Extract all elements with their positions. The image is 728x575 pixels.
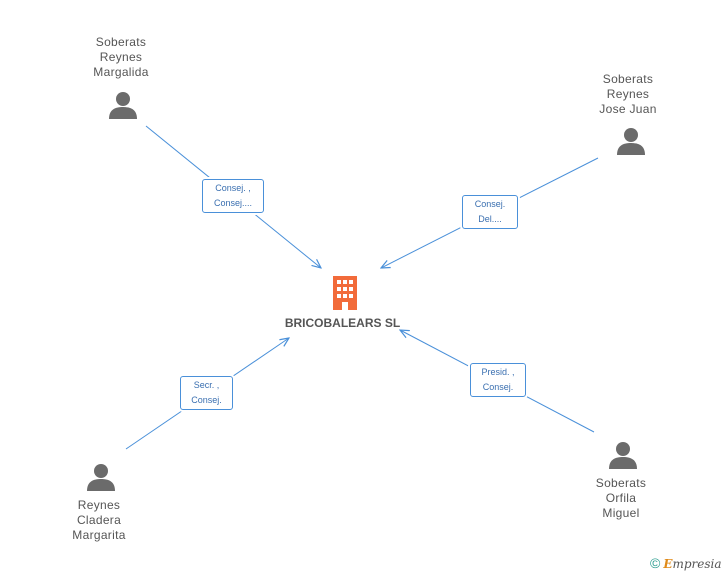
name-line: Margarita (72, 528, 126, 542)
role-line: Presid. , (481, 367, 515, 377)
role-line: Consej. (191, 395, 222, 405)
copyright-icon: © (650, 555, 661, 571)
company-name[interactable]: BRICOBALEARS SL (284, 316, 401, 330)
role-line: Del.... (478, 214, 502, 224)
person-name-tl[interactable]: Soberats Reynes Margalida (61, 35, 181, 80)
name-line: Miguel (602, 506, 640, 520)
name-line: Reynes (99, 50, 143, 64)
empresia-logo[interactable]: ©Empresia (650, 555, 722, 571)
name-line: Reynes (606, 87, 650, 101)
role-line: Consej. , (215, 183, 251, 193)
name-line: Reynes (77, 498, 121, 512)
person-icon (109, 92, 137, 119)
brand-name: Empresia (663, 557, 721, 571)
name-line: Soberats (602, 72, 654, 86)
person-icon (87, 464, 115, 491)
name-line: Orfila (605, 491, 637, 505)
name-line: Soberats (95, 35, 147, 49)
name-line: Cladera (76, 513, 122, 527)
building-icon (333, 276, 357, 310)
role-label-tl[interactable]: Consej. , Consej.... (202, 179, 264, 213)
brand-initial: E (663, 557, 673, 571)
name-line: Margalida (93, 65, 149, 79)
person-name-bl[interactable]: Reynes Cladera Margarita (39, 498, 159, 543)
role-line: Consej. (474, 199, 506, 209)
role-line: Consej.... (213, 198, 253, 208)
brand-rest: mpresia (672, 557, 722, 571)
person-name-tr[interactable]: Soberats Reynes Jose Juan (568, 72, 688, 117)
person-icon (617, 128, 645, 155)
role-label-bl[interactable]: Secr. , Consej. (180, 376, 233, 410)
role-label-tr[interactable]: Consej. Del.... (462, 195, 518, 229)
person-name-br[interactable]: Soberats Orfila Miguel (561, 476, 681, 521)
name-line: Jose Juan (599, 102, 657, 116)
role-line: Consej. (482, 382, 514, 392)
person-icon (609, 442, 637, 469)
role-line: Secr. , (193, 380, 220, 390)
role-label-br[interactable]: Presid. , Consej. (470, 363, 526, 397)
name-line: Soberats (595, 476, 647, 490)
